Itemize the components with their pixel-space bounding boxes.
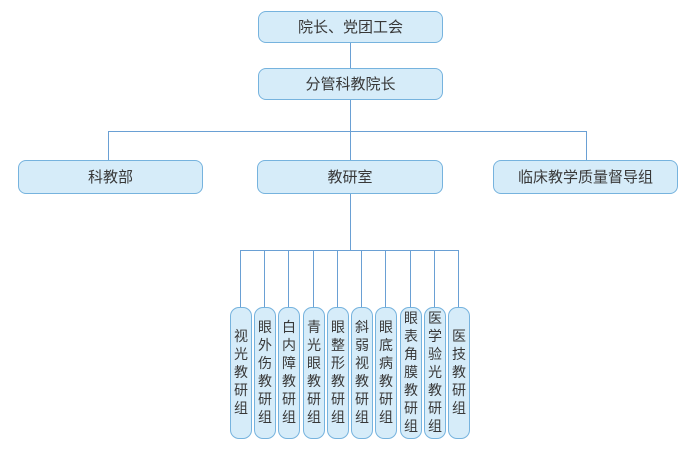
connector-line xyxy=(108,131,587,132)
connector-line xyxy=(240,250,459,251)
connector-line xyxy=(108,131,109,160)
connector-line xyxy=(288,250,289,307)
node-fundus-disease-group: 眼底病教研组 xyxy=(375,307,397,439)
connector-line xyxy=(434,250,435,307)
connector-line xyxy=(350,131,351,160)
node-vice-dean-science-education: 分管科教院长 xyxy=(258,68,443,100)
node-clinical-teaching-quality-supervision-group: 临床教学质量督导组 xyxy=(493,160,678,194)
connector-line xyxy=(361,250,362,307)
connector-line xyxy=(350,42,351,68)
node-optometry-group: 视光教研组 xyxy=(230,307,252,439)
node-eye-trauma-group: 眼外伤教研组 xyxy=(254,307,276,439)
connector-line xyxy=(337,250,338,307)
connector-line xyxy=(350,99,351,131)
connector-line xyxy=(350,194,351,250)
node-science-education-dept: 科教部 xyxy=(18,160,203,194)
connector-line xyxy=(385,250,386,307)
connector-line xyxy=(264,250,265,307)
connector-line xyxy=(586,131,587,160)
node-oculoplastics-group: 眼整形教研组 xyxy=(327,307,349,439)
node-cataract-group: 白内障教研组 xyxy=(278,307,300,439)
connector-line xyxy=(240,250,241,307)
node-strabismus-amblyopia-group: 斜弱视教研组 xyxy=(351,307,373,439)
connector-line xyxy=(410,250,411,307)
node-medical-optometry-group: 医学验光教研组 xyxy=(424,307,446,439)
node-teaching-research-office: 教研室 xyxy=(257,160,443,194)
node-ocular-surface-cornea-group: 眼表角膜教研组 xyxy=(400,307,422,439)
node-glaucoma-group: 青光眼教研组 xyxy=(303,307,325,439)
connector-line xyxy=(458,250,459,307)
connector-line xyxy=(313,250,314,307)
node-medical-technology-group: 医技教研组 xyxy=(448,307,470,439)
node-dean-party-union: 院长、党团工会 xyxy=(258,11,443,43)
